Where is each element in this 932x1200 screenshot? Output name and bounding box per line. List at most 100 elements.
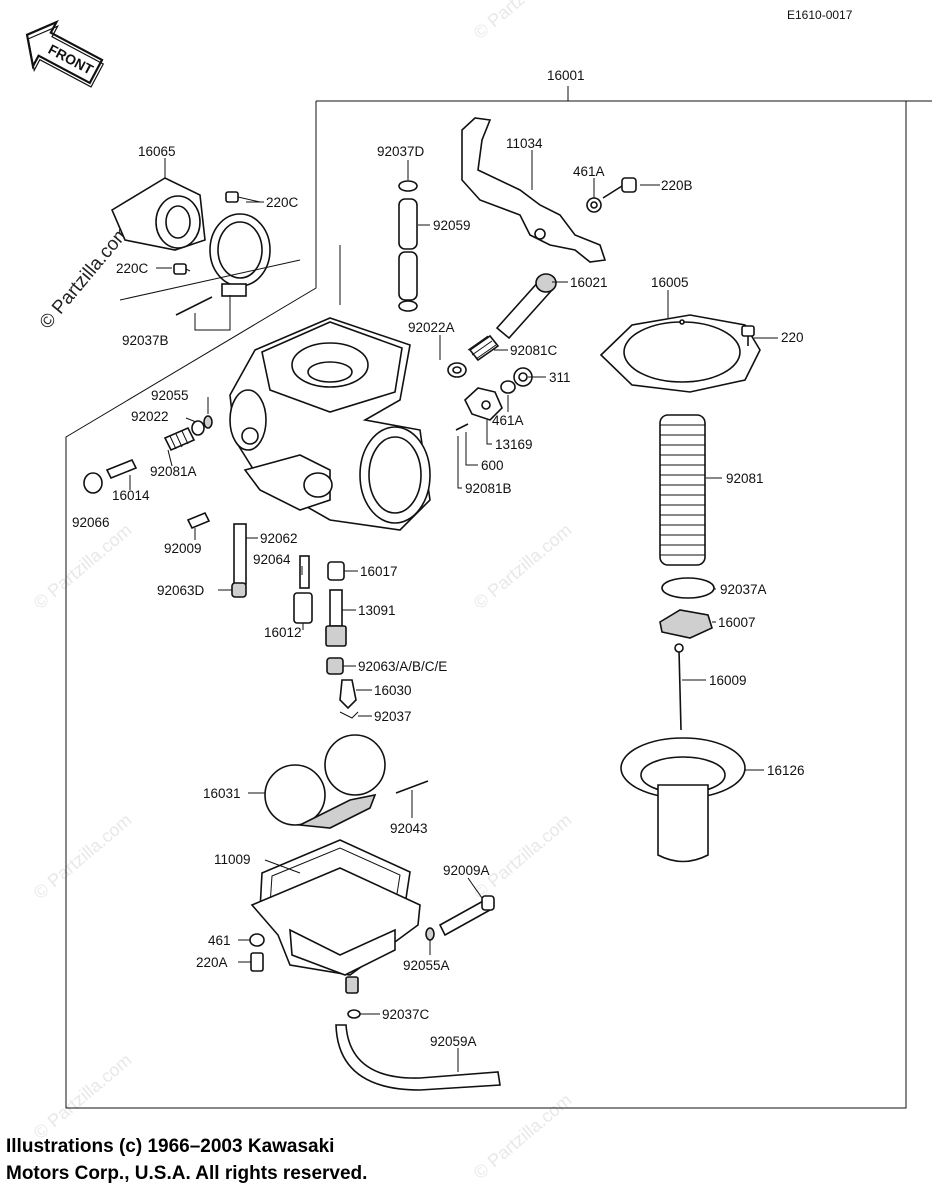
doc-code: E1610-0017 [787, 8, 853, 22]
diaphragm-cover-part [599, 314, 761, 393]
screw-92009 [186, 511, 211, 530]
label-92062: 92062 [260, 531, 298, 546]
label-92037C: 92037C [382, 1007, 430, 1022]
label-92022A: 92022A [408, 320, 455, 335]
needle-jet-13091 [325, 589, 347, 647]
jet-16017 [327, 561, 345, 581]
screw-220C-bottom [173, 263, 191, 275]
label-92022: 92022 [131, 409, 169, 424]
jet-needle-16009 [674, 643, 684, 731]
label-16021: 16021 [570, 275, 608, 290]
watermark: © Partzilla.com [30, 520, 136, 613]
label-92081B: 92081B [465, 481, 512, 496]
pin-92043 [395, 780, 429, 794]
main-jet-92063 [326, 657, 344, 675]
pipe-92059-part [398, 180, 418, 312]
label-220C-top: 220C [266, 195, 299, 210]
watermark: © Partzilla.com [470, 0, 576, 43]
throttle-screw-16021 [495, 273, 557, 340]
label-92009: 92009 [164, 541, 202, 556]
pilot-screw-16014 [105, 458, 138, 480]
screw-220C-top [225, 191, 261, 203]
front-arrow-badge: FRONT [25, 19, 105, 88]
label-92081: 92081 [726, 471, 764, 486]
vacuum-piston-part [620, 737, 746, 863]
label-16017: 16017 [360, 564, 398, 579]
label-92009A: 92009A [443, 863, 490, 878]
label-220A: 220A [196, 955, 228, 970]
label-461A-mid: 461A [492, 413, 524, 428]
assembly-border [65, 100, 932, 1109]
cap-92066 [83, 472, 103, 494]
float-bowl-part [250, 839, 421, 994]
o-ring-92055A [425, 927, 435, 941]
label-92066: 92066 [72, 515, 110, 530]
drain-hose-92059A [335, 1024, 501, 1091]
label-220B: 220B [661, 178, 693, 193]
carburetor-body-part [229, 317, 431, 531]
label-92081A: 92081A [150, 464, 197, 479]
watermark: © Partzilla.com [30, 810, 136, 903]
watermark: © Partzilla.com [30, 1050, 136, 1143]
screw-220B [602, 177, 637, 199]
label-92059A: 92059A [430, 1034, 477, 1049]
label-16009: 16009 [709, 673, 747, 688]
label-16030: 16030 [374, 683, 412, 698]
o-ring-92022A [447, 362, 467, 378]
label-220: 220 [781, 330, 804, 345]
holder-16007 [659, 609, 713, 639]
copyright-line-2: Motors Corp., U.S.A. All rights reserved… [6, 1163, 368, 1184]
jet-92064 [299, 555, 310, 589]
label-92064: 92064 [253, 552, 291, 567]
jet-92063D [231, 582, 247, 598]
label-92055: 92055 [151, 388, 189, 403]
label-461A-top: 461A [573, 164, 605, 179]
watermark: © Partzilla.com [470, 810, 576, 903]
label-92055A: 92055A [403, 958, 450, 973]
label-16031: 16031 [203, 786, 241, 801]
label-92043: 92043 [390, 821, 428, 836]
spring-92081 [659, 414, 706, 566]
clip-92037C [347, 1009, 361, 1019]
screw-600 [455, 423, 469, 431]
holder-16012 [293, 592, 313, 624]
spring-92081C [467, 334, 500, 362]
intake-duct-part [110, 177, 206, 251]
screw-92009A [438, 895, 495, 937]
watermark: © Partzilla.com [470, 1090, 576, 1183]
screw-220A [250, 952, 264, 972]
label-11009: 11009 [214, 852, 251, 867]
screw-220 [741, 325, 755, 346]
hose-clamp-part [209, 213, 271, 297]
label-92037A: 92037A [720, 582, 767, 597]
label-13091: 13091 [358, 603, 396, 618]
label-92063D: 92063D [157, 583, 205, 598]
label-16065: 16065 [138, 144, 176, 159]
label-13169: 13169 [495, 437, 533, 452]
float-valve-16030 [339, 679, 357, 710]
label-16005: 16005 [651, 275, 689, 290]
label-16014: 16014 [112, 488, 150, 503]
side-watermark: © Partzilla.com [36, 222, 134, 334]
clip-92037 [339, 711, 359, 719]
label-92081C: 92081C [510, 343, 558, 358]
label-11034: 11034 [506, 136, 543, 151]
label-92063ABCE: 92063/A/B/C/E [358, 659, 447, 674]
retainer-92037A [661, 577, 715, 599]
label-16007: 16007 [718, 615, 756, 630]
part-labels: 16001 16065 92037D 11034 461A 220B 220C … [72, 68, 805, 1049]
copyright-line-1: Illustrations (c) 1966–2003 Kawasaki [6, 1136, 335, 1157]
bracket-part [461, 117, 607, 263]
nut-311 [513, 367, 533, 387]
label-311: 311 [549, 370, 571, 385]
watermark: © Partzilla.com [470, 520, 576, 613]
label-220C-bottom: 220C [116, 261, 149, 276]
o-ring-92055 [203, 415, 213, 429]
washer-461 [249, 933, 265, 947]
label-600: 600 [481, 458, 504, 473]
leader-lines [119, 150, 778, 1072]
label-16001: 16001 [547, 68, 585, 83]
label-461: 461 [208, 933, 231, 948]
label-16012: 16012 [264, 625, 302, 640]
